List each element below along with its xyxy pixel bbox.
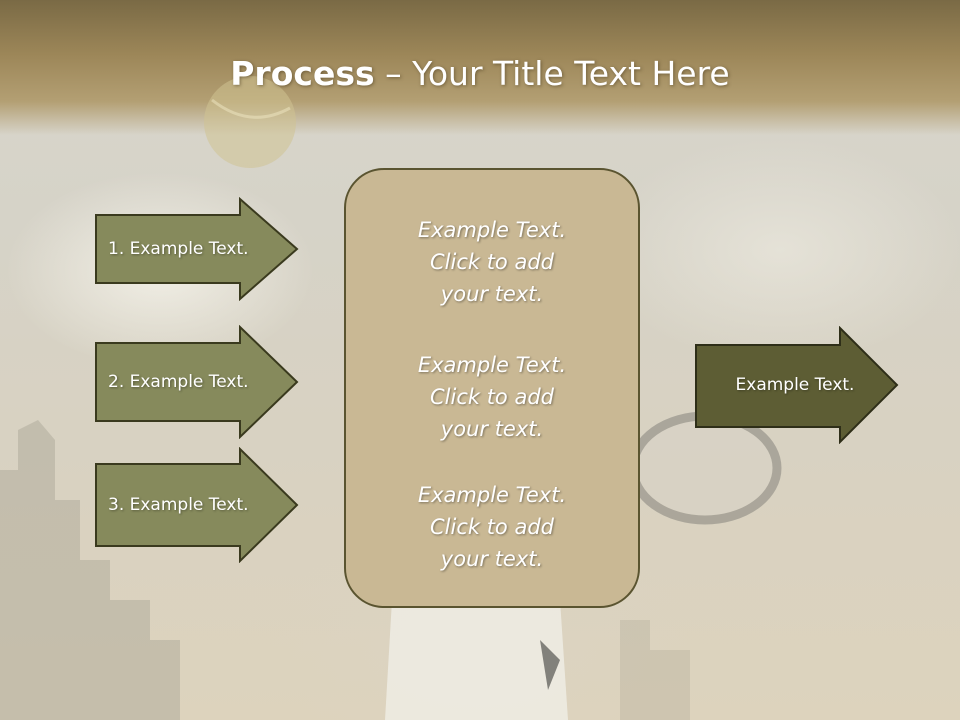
- paragraph-line: Click to add: [429, 385, 554, 409]
- left-arrow-label: 2. Example Text.: [108, 372, 249, 392]
- arrow-shape: [95, 325, 299, 439]
- paragraph-line: Example Text.: [417, 218, 567, 242]
- arrow-shape: [95, 197, 299, 301]
- paragraph-line: Example Text.: [417, 353, 567, 377]
- text-paragraph-2: Example Text. Click to add your text.: [346, 349, 638, 445]
- title-rest: – Your Title Text Here: [374, 54, 730, 93]
- left-arrow-2[interactable]: 2. Example Text.: [94, 325, 300, 439]
- right-arrow[interactable]: Example Text.: [694, 326, 900, 444]
- text-paragraph-1: Example Text. Click to add your text.: [346, 214, 638, 310]
- center-text-box[interactable]: Example Text. Click to add your text. Ex…: [344, 168, 640, 608]
- right-arrow-label: Example Text.: [735, 375, 855, 395]
- paragraph-line: Click to add: [429, 515, 554, 539]
- arrow-shape: [95, 447, 299, 563]
- left-arrow-label: 1. Example Text.: [108, 239, 249, 259]
- left-arrow-1[interactable]: 1. Example Text.: [94, 197, 300, 301]
- arrow-shape: [695, 326, 899, 444]
- paragraph-line: Example Text.: [417, 483, 567, 507]
- page-title: Process – Your Title Text Here: [0, 54, 960, 93]
- paragraph-line: your text.: [440, 282, 544, 306]
- paragraph-line: Click to add: [429, 250, 554, 274]
- title-bold: Process: [230, 54, 375, 93]
- paragraph-line: your text.: [440, 417, 544, 441]
- left-arrow-label: 3. Example Text.: [108, 495, 249, 515]
- paragraph-line: your text.: [440, 547, 544, 571]
- text-paragraph-3: Example Text. Click to add your text.: [346, 479, 638, 575]
- left-arrow-3[interactable]: 3. Example Text.: [94, 447, 300, 563]
- title-band: [0, 0, 960, 135]
